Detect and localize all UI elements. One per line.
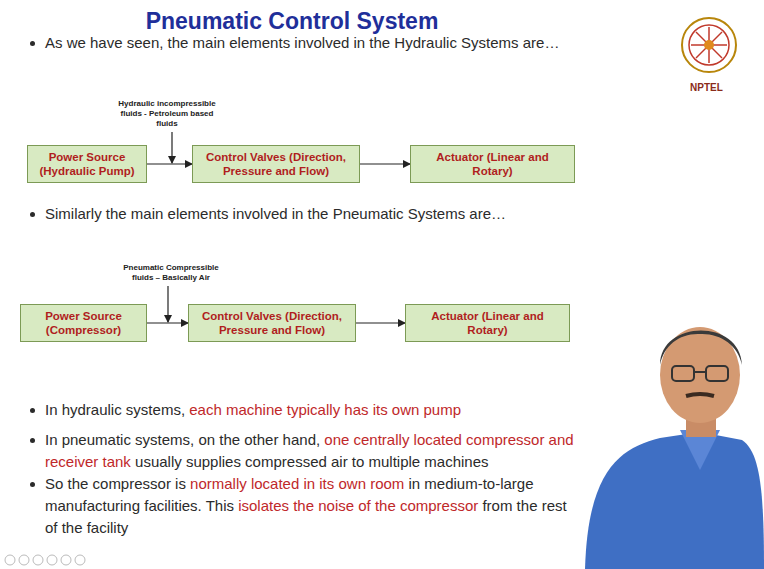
highlight-text: isolates the noise of the compressor (238, 497, 478, 514)
body-text: Similarly the main elements involved in … (45, 205, 506, 222)
box-text: Actuator (Linear and Rotary) (417, 150, 568, 178)
highlight-text: each machine typically has its own pump (189, 401, 461, 418)
bullet-text: So the compressor is normally located in… (45, 473, 575, 539)
box-text: Power Source (Compressor) (27, 309, 140, 337)
body-text: usually supplies compressed air to multi… (135, 453, 489, 470)
bullet-dot (30, 438, 35, 443)
process-box: Actuator (Linear and Rotary) (410, 145, 575, 183)
flow-arrow (356, 322, 405, 323)
bullet-dot (30, 408, 35, 413)
fluid-leader-arrow (167, 286, 168, 322)
box-text: Power Source (Hydraulic Pump) (34, 150, 140, 178)
highlight-text: normally located in its own room (190, 475, 404, 492)
fluid-leader-arrow (171, 132, 172, 163)
presenter-figure (585, 327, 764, 569)
process-box: Power Source (Compressor) (20, 304, 147, 342)
bullet-text: Similarly the main elements involved in … (45, 203, 605, 225)
box-text: Control Valves (Direction, Pressure and … (195, 309, 349, 337)
flow-arrow (360, 163, 410, 164)
bullet-dot (30, 482, 35, 487)
process-box: Control Valves (Direction, Pressure and … (188, 304, 356, 342)
nav-icons (5, 555, 85, 565)
fluid-label: Hydraulic incompressible fluids - Petrol… (112, 99, 222, 129)
box-text: Actuator (Linear and Rotary) (412, 309, 563, 337)
logo-emblem (682, 18, 736, 72)
process-box: Power Source (Hydraulic Pump) (27, 145, 147, 183)
bullet-dot (30, 41, 35, 46)
bullet-text: In hydraulic systems, each machine typic… (45, 399, 575, 421)
body-text: In pneumatic systems, on the other hand, (45, 431, 320, 448)
slide-title: Pneumatic Control System (0, 8, 674, 35)
flow-arrow (147, 163, 192, 164)
bullet-dot (30, 212, 35, 217)
flow-arrow (147, 322, 188, 323)
box-text: Control Valves (Direction, Pressure and … (199, 150, 353, 178)
body-text: As we have seen, the main elements invol… (45, 34, 559, 51)
fluid-label: Pneumatic Compressible fluids – Basicall… (112, 263, 230, 283)
logo-text: NPTEL (690, 82, 723, 93)
process-box: Actuator (Linear and Rotary) (405, 304, 570, 342)
body-text: So the compressor is (45, 475, 186, 492)
body-text: In hydraulic systems, (45, 401, 185, 418)
bullet-text: As we have seen, the main elements invol… (45, 32, 605, 54)
process-box: Control Valves (Direction, Pressure and … (192, 145, 360, 183)
bullet-text: In pneumatic systems, on the other hand,… (45, 429, 575, 473)
